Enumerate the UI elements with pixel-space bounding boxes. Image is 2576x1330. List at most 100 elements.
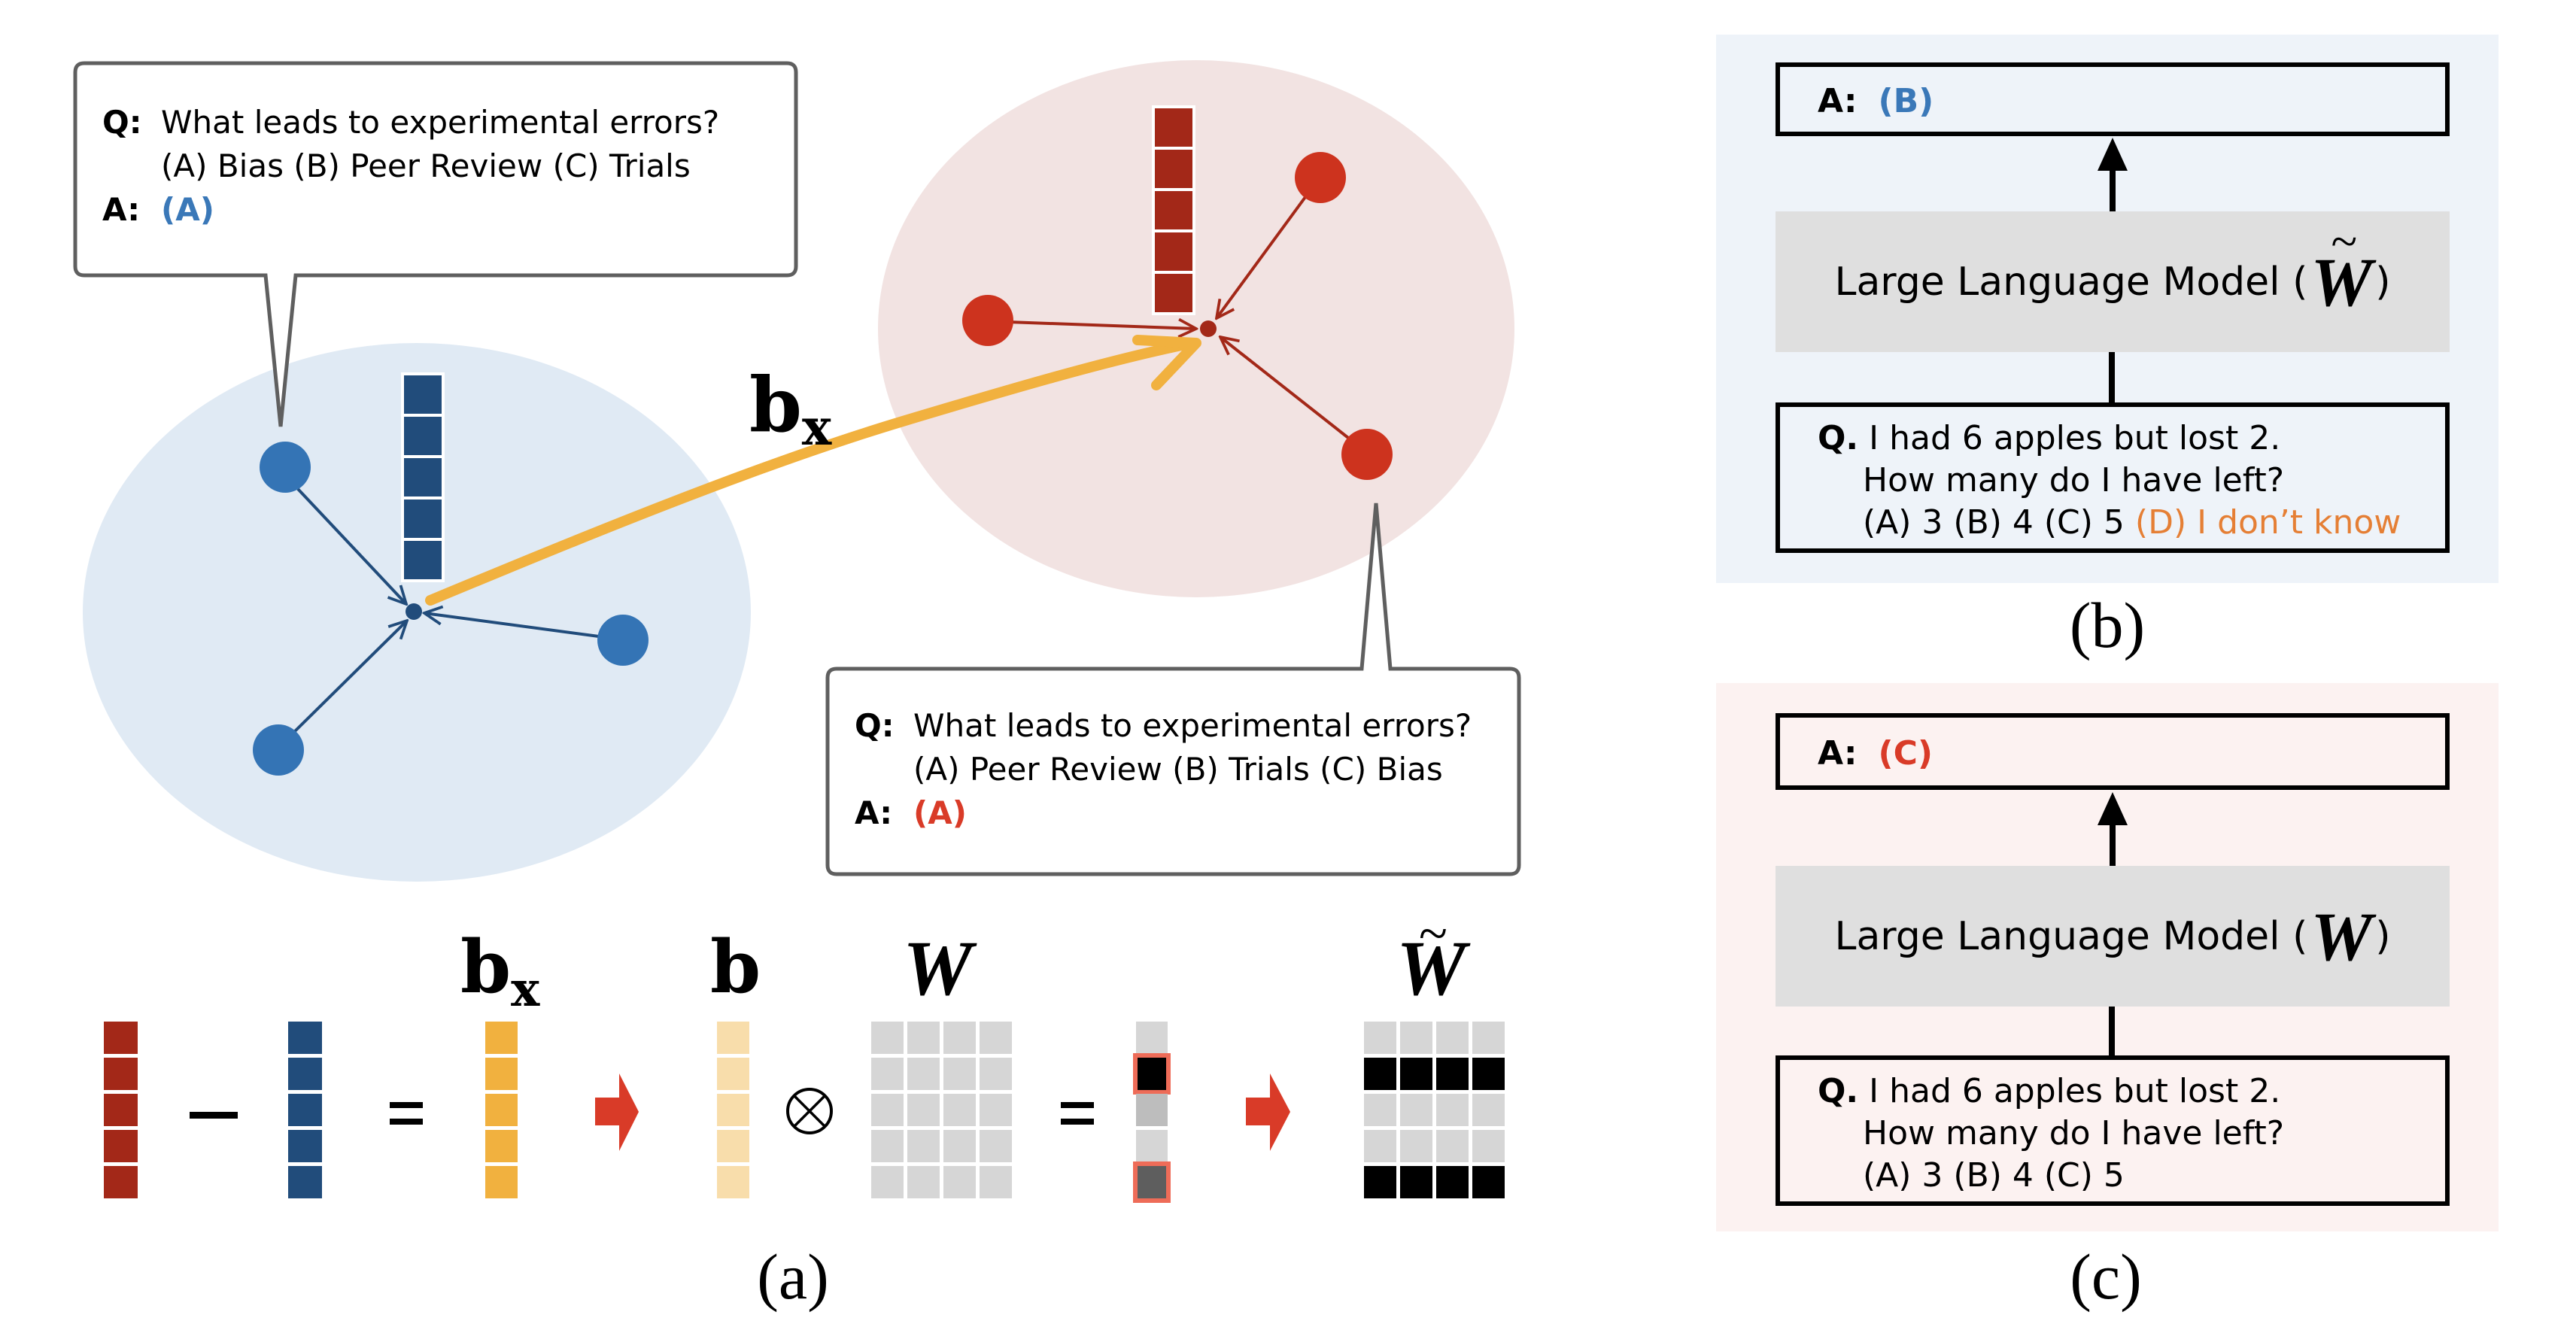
vector-cell [404,500,442,538]
bias-label-sub: x [802,398,831,457]
vector-cell [1155,274,1192,312]
a-label: A: [102,188,161,232]
vector-cell [104,1130,138,1162]
panel-b-llm-box: Large Language Model ( W~ ) [1776,211,2450,352]
matrix-cell [1436,1130,1469,1162]
vector-cell [404,417,442,455]
options-text: (A) Bias (B) Peer Review (C) Trials [161,147,691,184]
biased-node [1295,152,1346,203]
weight-matrix [871,1022,1012,1198]
vector-cell [288,1022,322,1054]
matrix-cell [871,1166,904,1198]
matrix-cell [943,1058,976,1090]
panel-b-label: (b) [2032,593,2183,657]
a-label: A: [855,791,913,835]
options-text: (A) 3 (B) 4 (C) 5 [1863,503,2135,542]
tilde-accent: ~ [2331,214,2357,269]
matrix-cell [1400,1058,1432,1090]
weights-symbol: W [2310,897,2372,976]
bias-vector [485,1022,518,1198]
scaled-bias-vector [717,1022,749,1198]
answer-text: (A) [161,191,214,228]
biased-node [1341,429,1393,480]
matrix-cell [1436,1166,1469,1198]
matrix-cell [943,1022,976,1054]
rescaled-cell-highlighted [1135,1164,1168,1201]
vector-cell [1155,232,1192,271]
matrix-cell [980,1094,1012,1126]
bias-label-main: b [749,360,802,449]
rescaled-cell [1136,1130,1168,1162]
matrix-cell [980,1166,1012,1198]
clean-centroid [406,603,422,620]
clean-node [260,442,311,493]
llm-close-paren: ) [2375,260,2390,305]
matrix-cell [1472,1130,1505,1162]
panel-b-answer: A: (B) [1818,80,1934,123]
rescaled-cell [1136,1022,1168,1054]
q-label: Q. [1818,419,1858,457]
panel-b-question-box: Q. I had 6 apples but lost 2. How many d… [1776,402,2450,553]
matrix-cell [1400,1166,1432,1198]
bx-equation-label: bx [460,931,539,1013]
edited-weight-matrix [1364,1022,1505,1198]
matrix-cell [1472,1094,1505,1126]
vector-cell [717,1094,749,1126]
equals-sign-2 [1061,1102,1094,1125]
llm-label: Large Language Model ( [1834,260,2307,305]
vector-cell [485,1166,518,1198]
matrix-cell [1472,1166,1505,1198]
matrix-cell [907,1094,940,1126]
bx-sub: x [511,961,539,1018]
matrix-cell [1364,1130,1396,1162]
matrix-cell [907,1166,940,1198]
panel-c-label: (c) [2031,1244,2181,1309]
matrix-cell [871,1130,904,1162]
panel-c-answer: A: (C) [1818,733,1933,775]
matrix-cell [1472,1022,1505,1054]
vector-cell [288,1058,322,1090]
clean-node [253,724,304,776]
question-line-2: How many do I have left? [1818,460,2401,502]
vector-cell [104,1094,138,1126]
vector-cell [288,1094,322,1126]
answer-label: A: [1818,82,1857,120]
answer-label: A: [1818,734,1857,773]
matrix-cell [943,1130,976,1162]
matrix-cell [980,1022,1012,1054]
clean-node [597,615,649,666]
vector-cell [104,1166,138,1198]
panel-c-question: Q. I had 6 apples but lost 2. How many d… [1818,1070,2284,1197]
otimes-symbol [788,1089,831,1133]
matrix-cell [1400,1022,1432,1054]
vector-cell [1155,191,1192,229]
matrix-cell [907,1022,940,1054]
w-equation-label: W [903,933,972,1005]
matrix-cell [1400,1094,1432,1126]
transform-arrow-1 [595,1073,639,1151]
vector-cell [717,1022,749,1054]
tilde-accent: ~ [1419,898,1447,970]
question-text: What leads to experimental errors? [161,104,719,141]
matrix-cell [907,1058,940,1090]
clean-bubble-text: Q:What leads to experimental errors? (A)… [102,101,719,232]
matrix-cell [1472,1058,1505,1090]
matrix-cell [1436,1058,1469,1090]
panel-c-answer-box: A: (C) [1776,713,2450,790]
matrix-cell [1436,1094,1469,1126]
vector-cell [717,1058,749,1090]
matrix-cell [871,1094,904,1126]
llm-close-paren: ) [2375,914,2390,959]
matrix-cell [1364,1166,1396,1198]
rescaled-cell [1136,1094,1168,1126]
panel-b-answer-box: A: (B) [1776,62,2450,136]
clean-mean-vector [401,372,445,582]
biased-node [962,295,1013,346]
w-tilde-equation-label: W ~ [1396,933,1466,1005]
vector-cell [1155,150,1192,188]
vector-cell [485,1058,518,1090]
bias-arrow-label: bx [749,367,831,451]
matrix-cell [1436,1022,1469,1054]
vector-cell [717,1166,749,1198]
panel-b-connector [2109,352,2115,402]
